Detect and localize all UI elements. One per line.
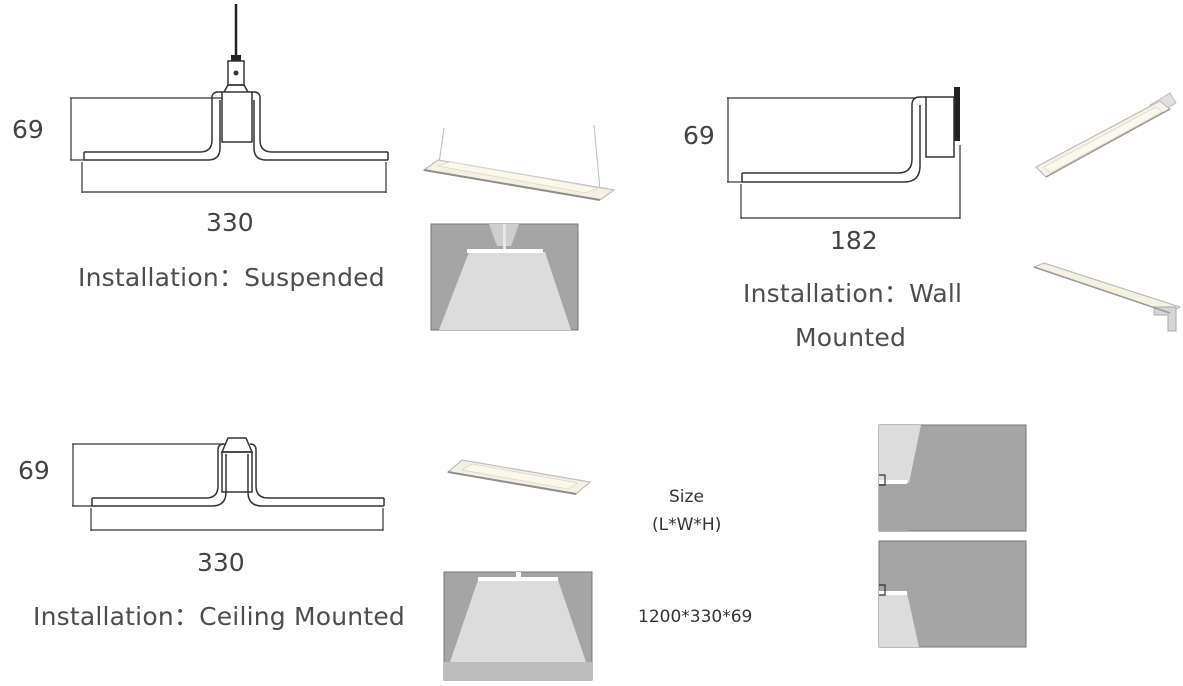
- suspended-height-label: 69: [12, 115, 44, 144]
- wall-mounted-profile-drawing: [727, 87, 961, 219]
- wall-installation-label-line2: Mounted: [795, 323, 907, 352]
- wall-width-label: 182: [830, 226, 878, 255]
- ceiling-installation-label: Installation：Ceiling Mounted: [33, 602, 406, 631]
- suspended-installation-label: Installation：Suspended: [78, 263, 385, 292]
- suspended-width-label: 330: [206, 208, 254, 237]
- wall-section-image-top: [878, 424, 1027, 532]
- ceiling-panel-image: [446, 459, 592, 495]
- suspended-light-distribution-image: [430, 223, 579, 331]
- wall-panel-image-top: [1035, 92, 1177, 178]
- wall-installation-label-line1: Installation：Wall: [743, 279, 963, 308]
- suspended-profile-drawing: [70, 4, 389, 193]
- size-title: Size: [669, 487, 704, 507]
- ceiling-light-distribution-image: [443, 571, 593, 681]
- size-units: (L*W*H): [652, 515, 722, 535]
- ceiling-width-label: 330: [197, 548, 245, 577]
- wall-height-label: 69: [683, 121, 715, 150]
- size-value: 1200*330*69: [638, 607, 753, 627]
- wall-section-image-bottom: [878, 540, 1027, 648]
- ceiling-mounted-profile-drawing: [72, 437, 385, 531]
- wall-panel-image-bottom: [1032, 262, 1182, 332]
- suspended-panel-image: [422, 124, 616, 201]
- ceiling-height-label: 69: [18, 456, 50, 485]
